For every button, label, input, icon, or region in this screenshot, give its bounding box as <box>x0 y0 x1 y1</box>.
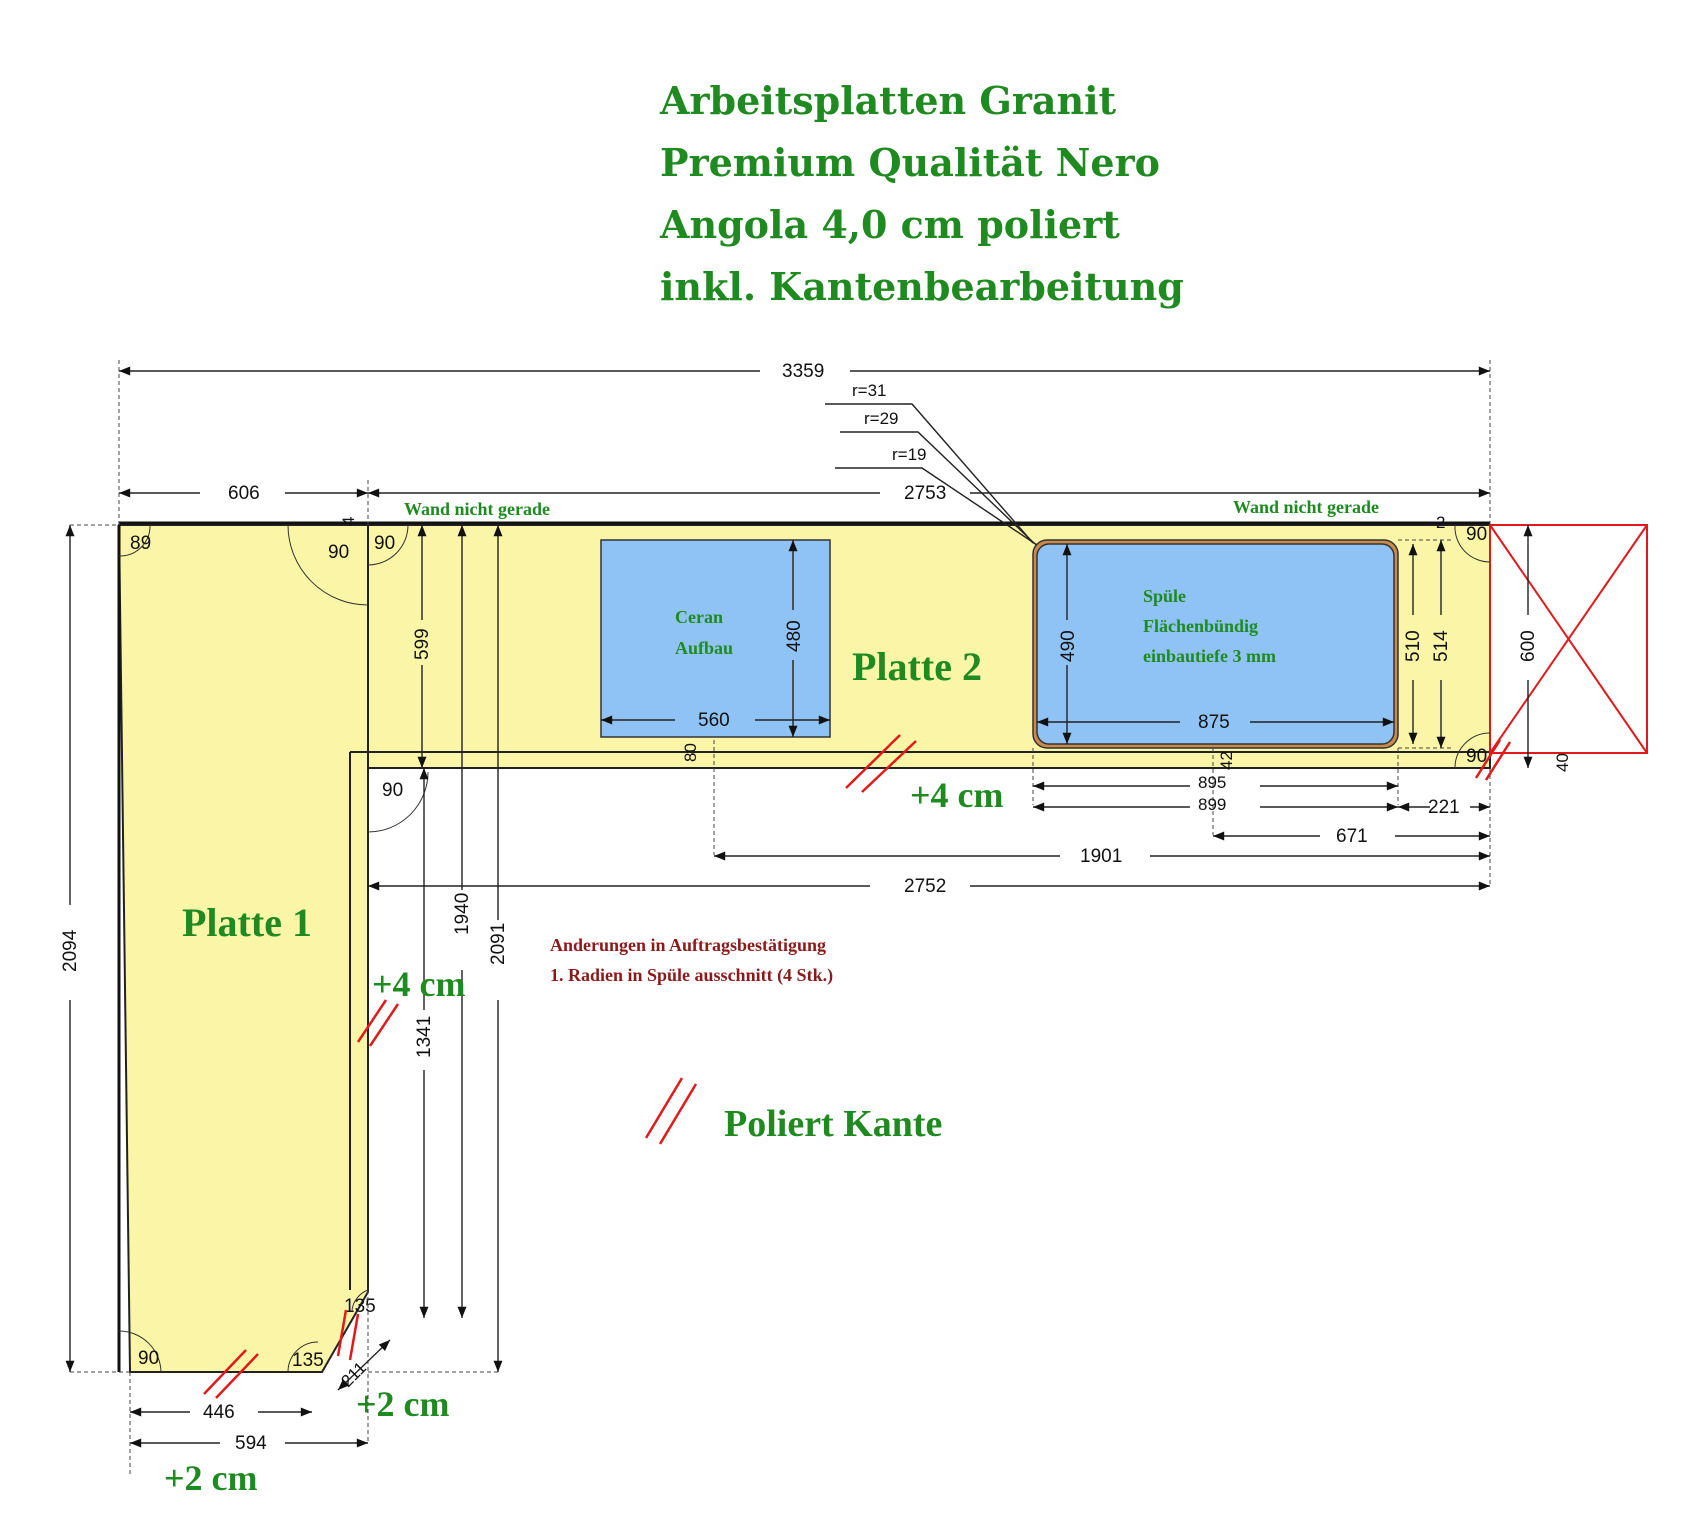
dim-510: 510 <box>1403 630 1424 662</box>
angle-89: 89 <box>130 533 151 554</box>
dim-895: 895 <box>1198 773 1226 792</box>
dim-875: 875 <box>1198 712 1230 733</box>
platte-1-label: Platte 1 <box>182 900 312 945</box>
sink-label-3: einbautiefe 3 mm <box>1143 646 1276 666</box>
dim-4: 4 <box>339 517 358 526</box>
dim-221: 221 <box>1428 797 1460 818</box>
edge-plus2-bottom: +2 cm <box>164 1458 257 1498</box>
appliance-placeholder <box>1489 524 1648 754</box>
dimension-lines <box>65 360 1533 1475</box>
angle-135-bottom: 135 <box>292 1350 324 1371</box>
angle-90-topleft: 90 <box>328 542 349 563</box>
wall-note-left: Wand nicht gerade <box>404 499 550 519</box>
dim-606: 606 <box>228 483 260 504</box>
angle-90-bottomleft: 90 <box>138 1348 159 1369</box>
dim-2: 2 <box>1436 513 1445 532</box>
dim-40: 40 <box>1553 753 1572 772</box>
dim-r29: r=29 <box>864 409 899 428</box>
angle-135-side: 135 <box>344 1296 376 1317</box>
edge-labels: +4 cm +4 cm +2 cm +2 cm <box>164 775 1003 1498</box>
edge-plus4-side: +4 cm <box>372 964 465 1004</box>
sink-label-1: Spüle <box>1143 586 1186 606</box>
dimension-labels: 3359 r=31 r=29 r=19 606 2753 560 875 895… <box>60 361 1572 1454</box>
dim-80: 80 <box>681 743 700 762</box>
dim-514: 514 <box>1431 630 1452 662</box>
dim-42: 42 <box>1217 751 1236 770</box>
dim-600: 600 <box>1518 630 1539 662</box>
sink-cutout <box>1036 543 1395 745</box>
angle-90-right-bottom: 90 <box>1466 746 1487 767</box>
dim-1940: 1940 <box>452 893 473 935</box>
title-line-1: Arbeitsplatten Granit <box>659 78 1117 123</box>
ceran-label-1: Ceran <box>675 607 723 627</box>
angle-90-inner: 90 <box>382 780 403 801</box>
dim-560: 560 <box>698 710 730 731</box>
note-line-1: Anderungen in Auftragsbestätigung <box>550 935 826 955</box>
dim-480: 480 <box>784 620 805 652</box>
wall-note-right: Wand nicht gerade <box>1233 497 1379 517</box>
dim-2753: 2753 <box>904 483 946 504</box>
dim-2094: 2094 <box>60 929 81 972</box>
dim-671: 671 <box>1336 826 1368 847</box>
dim-2752: 2752 <box>904 876 946 897</box>
order-notes: Anderungen in Auftragsbestätigung 1. Rad… <box>550 935 833 986</box>
dim-490: 490 <box>1058 630 1079 662</box>
title-line-3: Angola 4,0 cm poliert <box>659 202 1120 247</box>
angle-arcs <box>118 524 1491 1373</box>
dim-3359: 3359 <box>782 361 824 382</box>
dim-1341: 1341 <box>414 1016 435 1058</box>
platte-1-shape <box>117 524 369 1373</box>
dim-2091: 2091 <box>488 923 509 965</box>
dim-594: 594 <box>235 1433 267 1454</box>
dim-1901: 1901 <box>1080 846 1122 867</box>
platte-2-label: Platte 2 <box>852 644 982 689</box>
edge-plus4-top: +4 cm <box>910 775 1003 815</box>
polished-edge-marks <box>203 734 1512 1399</box>
angle-90-corner: 90 <box>374 533 395 554</box>
ceran-cutout <box>600 539 831 738</box>
legend-polished-edge: Poliert Kante <box>724 1103 942 1145</box>
countertop-plan: Ceran Aufbau Spüle Flächenbündig einbaut… <box>117 497 1648 1373</box>
title-block: Arbeitsplatten Granit Premium Qualität N… <box>659 78 1184 309</box>
angle-90-right-top: 90 <box>1466 524 1487 545</box>
title-line-4: inkl. Kantenbearbeitung <box>660 264 1184 309</box>
title-line-2: Premium Qualität Nero <box>660 140 1160 185</box>
edge-plus2-bevel: +2 cm <box>356 1384 449 1424</box>
dim-899: 899 <box>1198 795 1226 814</box>
dim-r31: r=31 <box>852 381 887 400</box>
sink-label-2: Flächenbündig <box>1143 616 1258 636</box>
ceran-label-2: Aufbau <box>675 638 733 658</box>
dim-599: 599 <box>412 628 433 660</box>
dim-r19: r=19 <box>892 445 927 464</box>
note-line-2: 1. Radien in Spüle ausschnitt (4 Stk.) <box>550 965 833 986</box>
dim-446: 446 <box>203 1402 235 1423</box>
